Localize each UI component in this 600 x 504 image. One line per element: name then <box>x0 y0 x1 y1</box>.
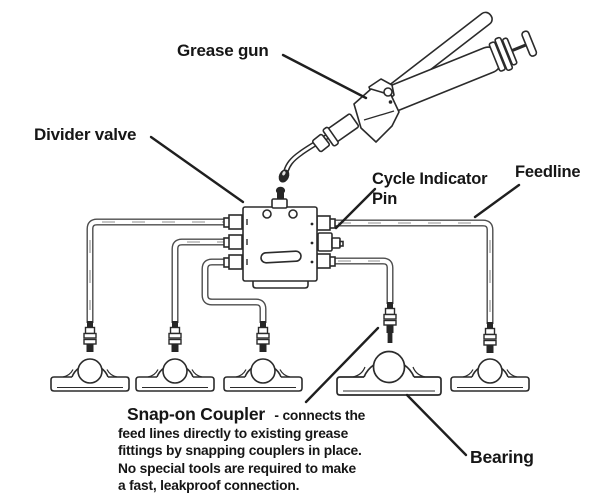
snap-on-coupler-note-line2: feed lines directly to existing grease <box>118 426 349 441</box>
cycle-indicator-pin-label: Cycle Indicator Pin <box>372 169 487 209</box>
valve-port-left-1 <box>228 214 243 230</box>
snap-on-coupler-leader <box>304 326 380 404</box>
bearing-1 <box>50 358 130 392</box>
valve-bolt-hole <box>288 209 298 219</box>
valve-bottom-lip <box>252 281 309 289</box>
bearing-5 <box>450 358 530 392</box>
grease-gun-drawing <box>278 11 538 183</box>
feedline-pipe-5 <box>322 257 394 304</box>
cycle-indicator-pin-label-line2: Pin <box>372 190 398 208</box>
gun-nozzle-tip <box>278 169 290 183</box>
snap-on-coupler-4 <box>383 301 397 334</box>
gun-head <box>353 88 400 143</box>
snap-on-coupler-note-line5: a fast, leakproof connection. <box>118 478 300 494</box>
divider-valve-label: Divider valve <box>34 125 137 144</box>
valve-port-right-1 <box>316 215 331 231</box>
cycle-indicator-pin-leader <box>334 187 377 230</box>
snap-on-coupler-heading: Snap-on Coupler <box>127 404 265 424</box>
bearing-2 <box>135 358 215 392</box>
coupler-stem-4 <box>387 332 393 343</box>
snap-on-coupler-note-line3: fittings by snapping couplers in place. <box>118 443 362 459</box>
snap-on-coupler-1 <box>83 320 97 353</box>
feedline-pipe-1 <box>86 218 232 323</box>
valve-body <box>242 206 318 282</box>
grease-fitting <box>271 186 288 209</box>
snap-on-coupler-3 <box>256 320 270 353</box>
bearing-3 <box>223 358 303 392</box>
valve-port-right-2 <box>316 253 331 269</box>
cycle-indicator-pin-drawing <box>317 232 344 252</box>
valve-slot <box>260 250 302 264</box>
snap-on-couplers <box>83 301 497 354</box>
divider-valve-leader <box>149 135 245 204</box>
snap-on-coupler-2 <box>168 320 182 353</box>
bearing-label: Bearing <box>470 447 534 467</box>
gun-pivot <box>383 87 393 97</box>
feedline-pipes <box>86 218 494 324</box>
bearing-4 <box>336 350 442 396</box>
divider-valve-drawing <box>223 186 344 289</box>
feedline-pipe-4 <box>322 219 494 324</box>
gun-plunger-t-handle <box>521 30 538 57</box>
valve-port-left-2 <box>228 234 243 250</box>
snap-on-coupler-note-line4: No special tools are required to make <box>118 460 356 476</box>
snap-on-coupler-5 <box>483 321 497 354</box>
gun-plunger-rod <box>511 42 529 52</box>
grease-gun-label: Grease gun <box>177 41 269 60</box>
leader-lines <box>149 53 521 457</box>
grease-gun-leader <box>281 53 368 100</box>
snap-on-coupler-note-line1: Snap-on Coupler - connects the <box>127 404 365 425</box>
cycle-indicator-pin-label-line1: Cycle Indicator <box>372 170 488 188</box>
valve-port-left-3 <box>228 254 243 270</box>
feedline-label: Feedline <box>515 163 581 181</box>
snap-on-coupler-note: Snap-on Coupler - connects the feed line… <box>118 404 365 495</box>
valve-bolt-hole <box>262 209 272 219</box>
gun-nozzle-collar <box>311 133 331 153</box>
feedline-leader <box>473 183 521 219</box>
snap-on-coupler-lead-in: - connects the <box>274 408 366 423</box>
bearing-leader <box>405 393 468 457</box>
